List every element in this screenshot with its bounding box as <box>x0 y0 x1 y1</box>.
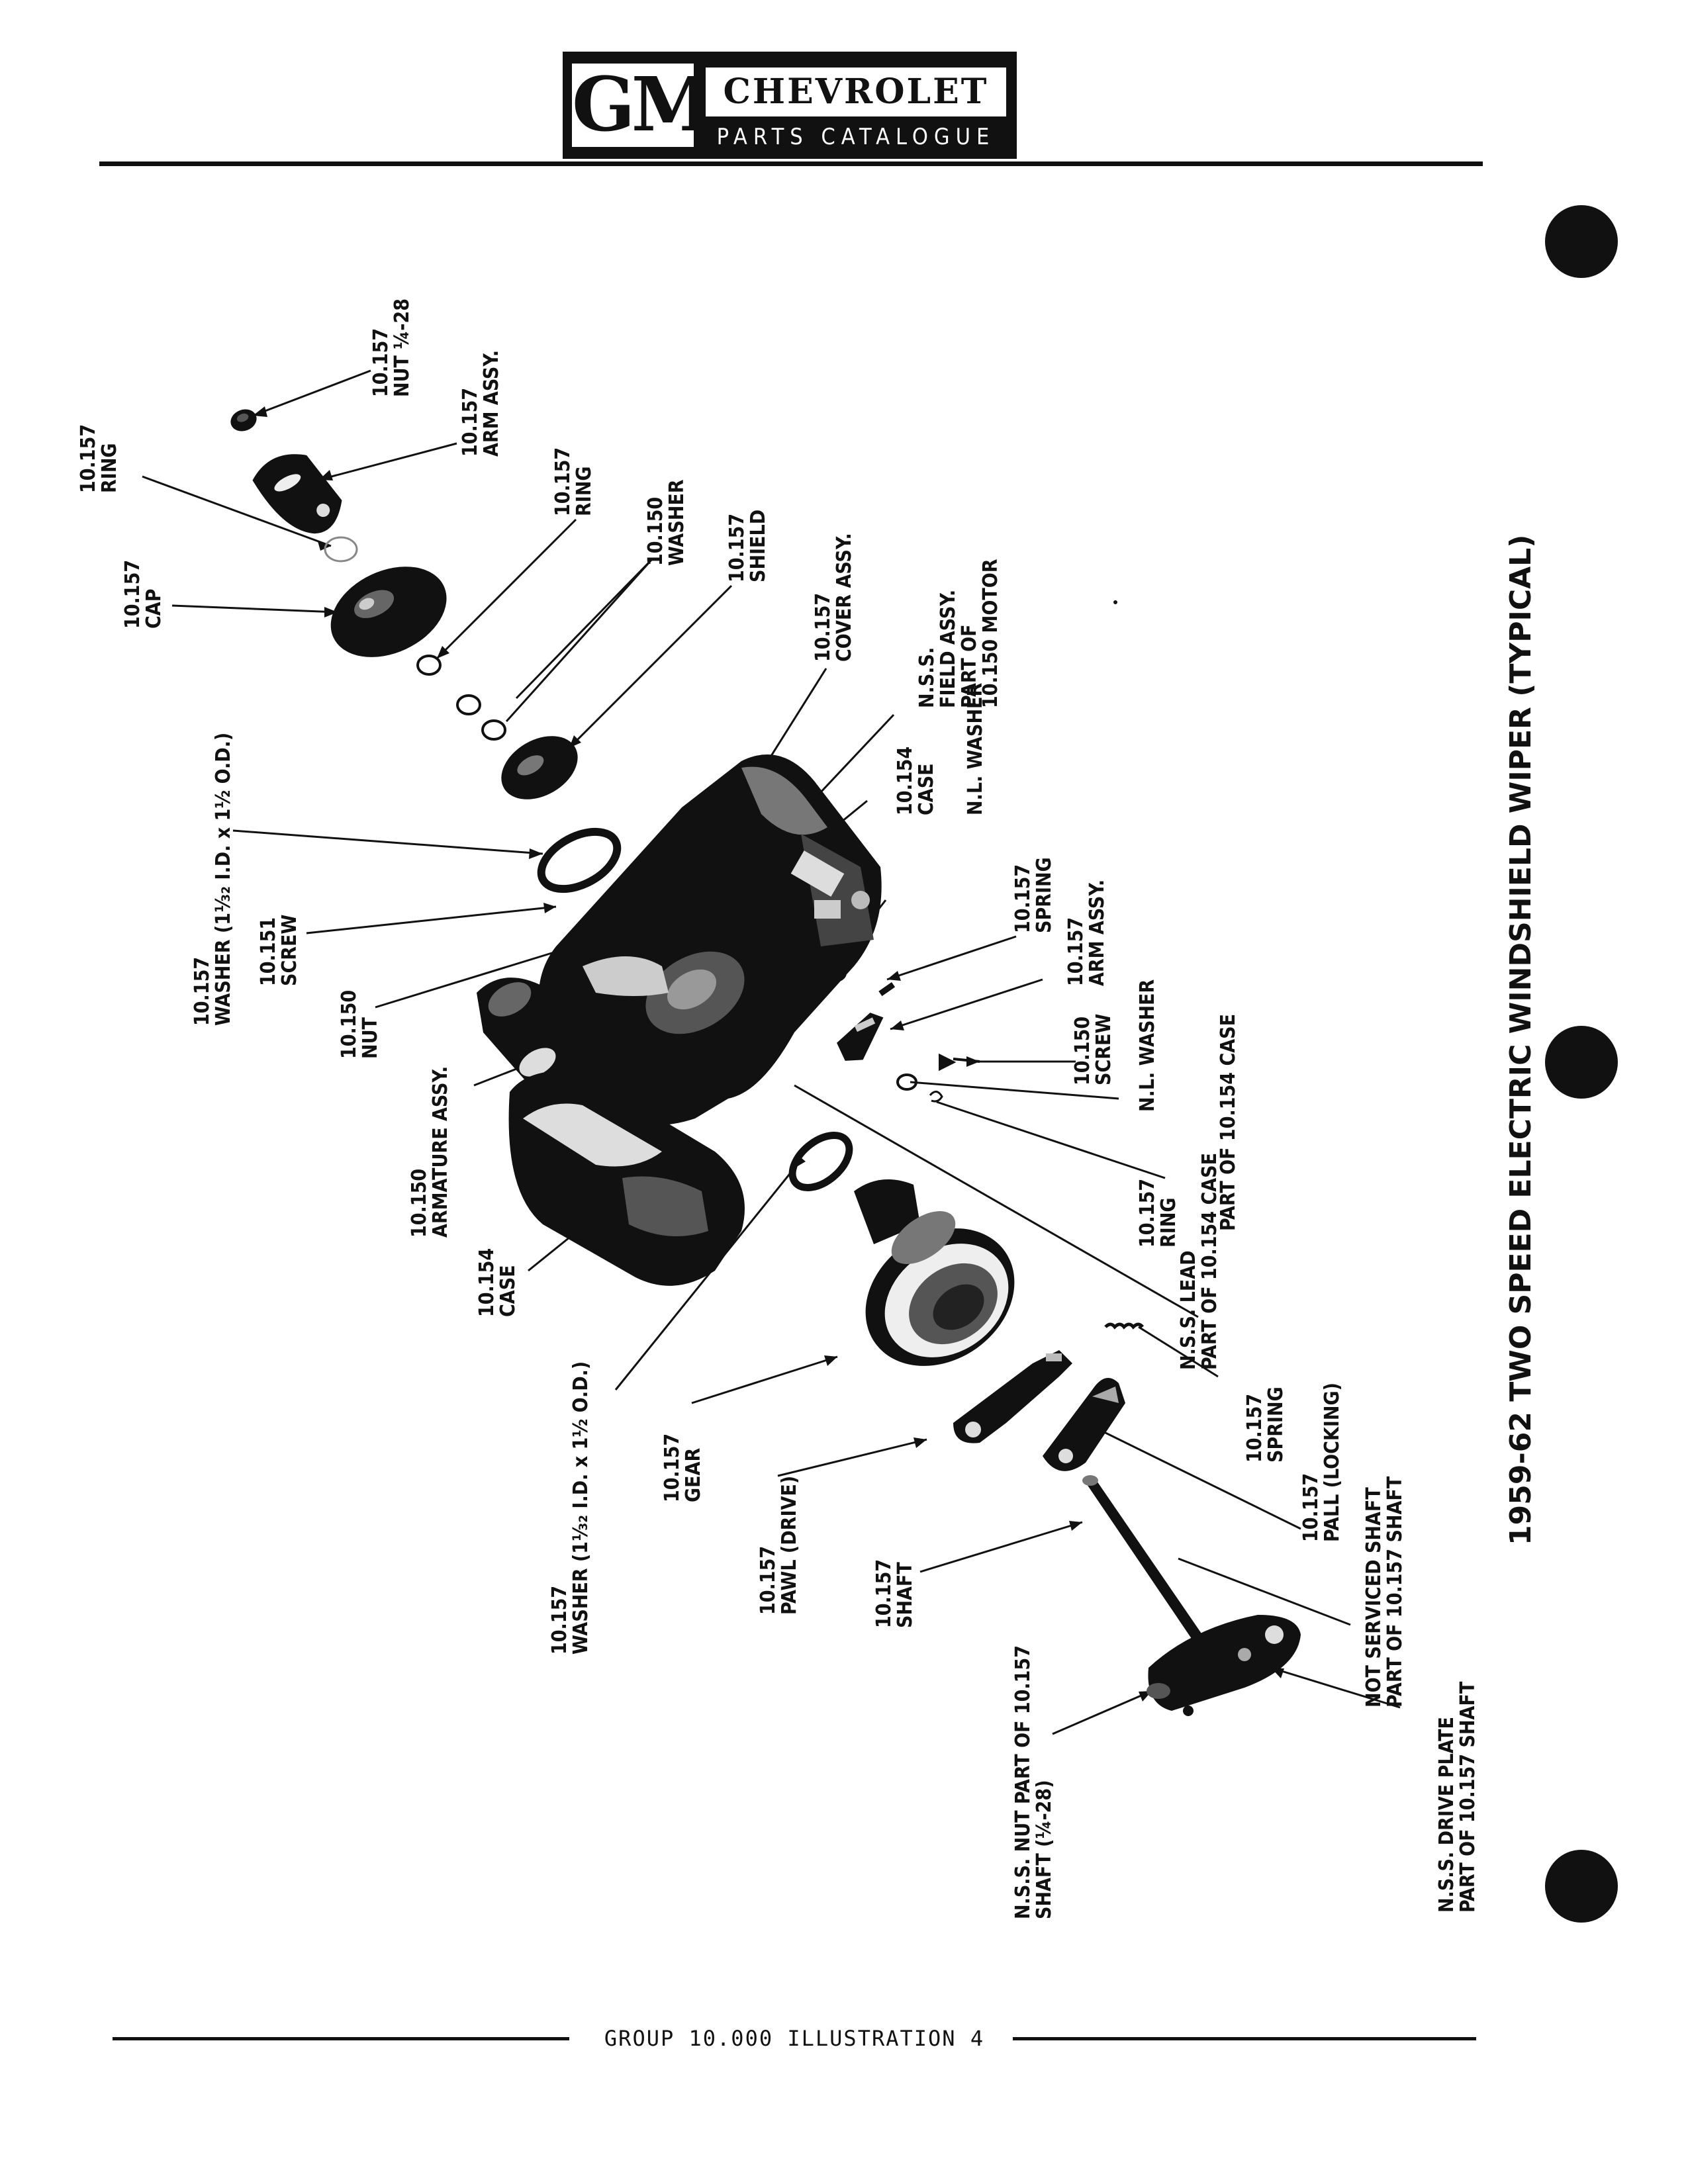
label-nl-washer-mid: N.L. WASHER <box>1136 979 1159 1112</box>
catalogue-subtitle: PARTS CATALOGUE <box>716 124 996 150</box>
binder-hole-bottom <box>1545 1850 1618 1923</box>
binder-hole-middle <box>1545 1026 1618 1099</box>
illustration-caption: 1959-62 TWO SPEED ELECTRIC WINDSHIELD WI… <box>1504 534 1538 1545</box>
footer-rule-right <box>1013 2037 1476 2040</box>
brand-name: CHEVROLET <box>706 68 1006 116</box>
label-nl-washer-upper: N.L. WASHER <box>964 682 987 815</box>
header-rule <box>99 161 1483 166</box>
binder-hole-top <box>1545 205 1618 278</box>
footer-group-illustration: GROUP 10.000 ILLUSTRATION 4 <box>604 2026 985 2051</box>
gm-logo: GM <box>572 62 714 148</box>
footer-rule-left <box>113 2037 569 2040</box>
